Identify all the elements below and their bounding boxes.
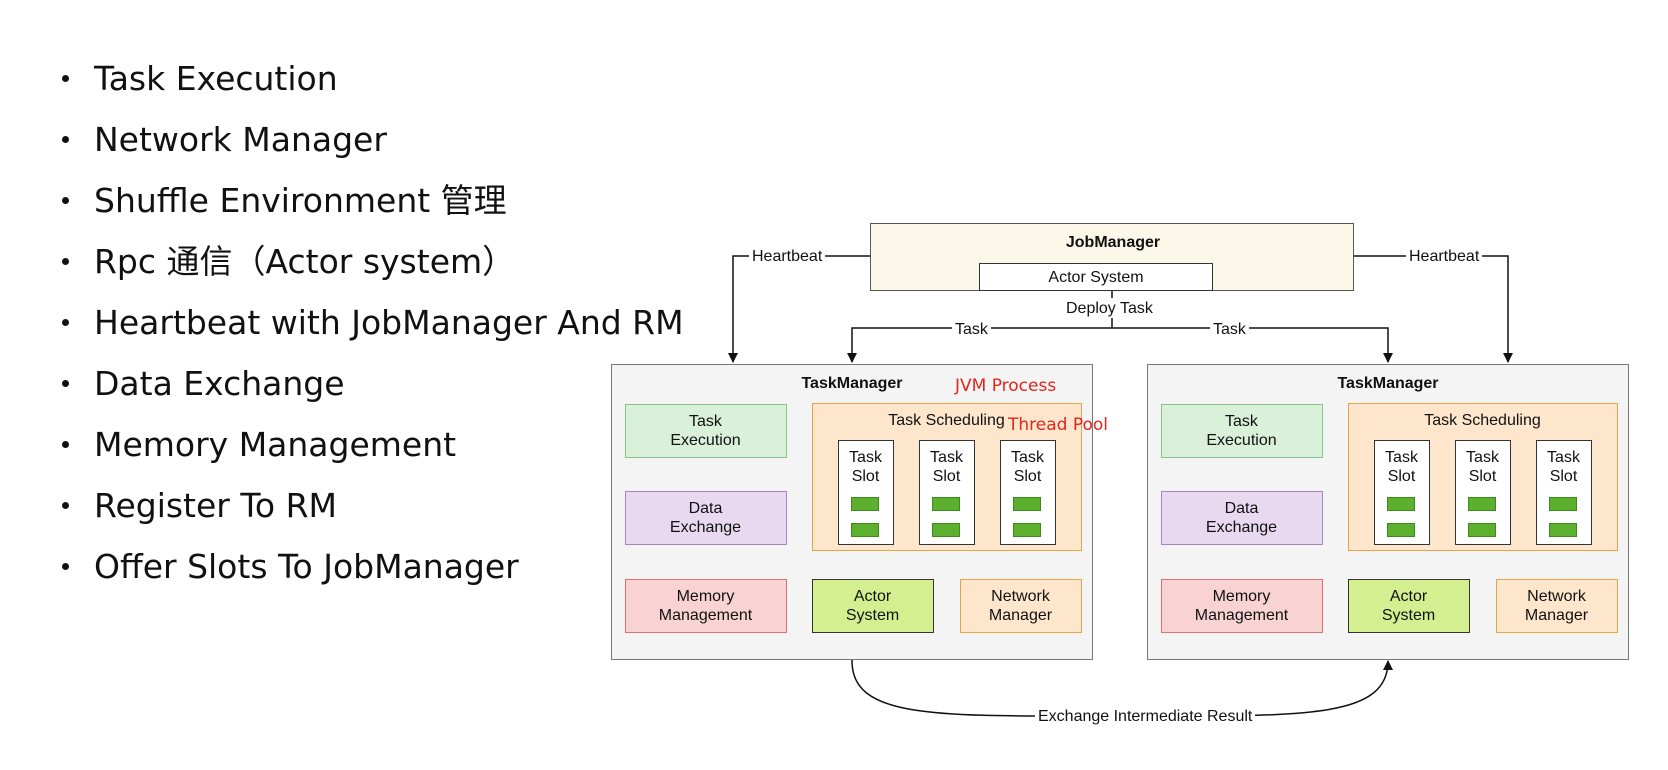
task-right-label: Task [1210, 319, 1249, 339]
task-slot: Task Slot [1000, 440, 1056, 545]
bullet-item: Heartbeat with JobManager And RM [56, 292, 684, 353]
bullet-text: Memory Management [94, 425, 457, 464]
bullet-item: Shuffle Environment 管理 [56, 170, 684, 231]
task-slot: Task Slot [1455, 440, 1511, 545]
taskmanager-box-2: TaskManager Task Execution Data Exchange… [1147, 364, 1629, 660]
network-manager-label: Network Manager [988, 587, 1053, 624]
slot-task-square [851, 497, 879, 511]
task-scheduling-label: Task Scheduling [888, 411, 1005, 429]
slot-task-square [1387, 523, 1415, 537]
heartbeat-right-label: Heartbeat [1406, 246, 1483, 266]
task-slot-label: Task Slot [849, 449, 882, 485]
jobmanager-title: JobManager [1065, 233, 1161, 251]
memory-management-box: Memory Management [1161, 579, 1323, 633]
actor-system-label: Actor System [1381, 587, 1436, 624]
task-slot-label: Task Slot [1466, 449, 1499, 485]
bullet-item: Task Execution [56, 48, 684, 109]
task-execution-label: Task Execution [670, 412, 741, 449]
actor-system-label: Actor System [845, 587, 900, 624]
bullet-item: Offer Slots To JobManager [56, 536, 684, 597]
bullet-text: Shuffle Environment 管理 [94, 181, 507, 220]
task-slot-label: Task Slot [930, 449, 963, 485]
task-slot-label: Task Slot [1385, 449, 1418, 485]
bullet-dot-icon [62, 75, 69, 82]
memory-management-box: Memory Management [625, 579, 787, 633]
bullet-item: Register To RM [56, 475, 684, 536]
jobmanager-box: JobManager Actor System [870, 223, 1354, 291]
bullet-dot-icon [62, 258, 69, 265]
bullet-text: Data Exchange [94, 364, 345, 403]
bullet-dot-icon [62, 502, 69, 509]
bullet-item: Rpc 通信（Actor system） [56, 231, 684, 292]
slot-task-square [1013, 523, 1041, 537]
slot-task-square [1013, 497, 1041, 511]
task-scheduling-box: Task Scheduling Task Slot Task Slot Task… [812, 403, 1082, 551]
bullet-text: Offer Slots To JobManager [94, 547, 519, 586]
slot-task-square [1468, 497, 1496, 511]
slot-task-square [932, 497, 960, 511]
slot-task-square [851, 523, 879, 537]
jobmanager-actor-system-label: Actor System [1048, 268, 1144, 286]
feature-list: Task Execution Network Manager Shuffle E… [56, 48, 684, 597]
bullet-dot-icon [62, 319, 69, 326]
bullet-dot-icon [62, 563, 69, 570]
network-manager-box: Network Manager [1496, 579, 1618, 633]
bullet-text: Heartbeat with JobManager And RM [94, 303, 684, 342]
taskmanager-title: TaskManager [1337, 374, 1439, 392]
task-slot-label: Task Slot [1547, 449, 1580, 485]
jvm-process-annotation: JVM Process [955, 375, 1057, 396]
actor-system-box: Actor System [1348, 579, 1470, 633]
task-scheduling-label: Task Scheduling [1424, 411, 1541, 429]
bullet-dot-icon [62, 136, 69, 143]
memory-management-label: Memory Management [658, 587, 753, 624]
bullet-text: Network Manager [94, 120, 387, 159]
taskmanager-title: TaskManager [801, 374, 903, 392]
data-exchange-box: Data Exchange [625, 491, 787, 545]
task-scheduling-box: Task Scheduling Task Slot Task Slot Task… [1348, 403, 1618, 551]
task-left-edge [847, 327, 1112, 363]
bullet-text: Register To RM [94, 486, 337, 525]
slot-task-square [1468, 523, 1496, 537]
taskmanager-box-1: TaskManager Task Execution Data Exchange… [611, 364, 1093, 660]
slot-task-square [1387, 497, 1415, 511]
task-slot: Task Slot [919, 440, 975, 545]
task-slot: Task Slot [838, 440, 894, 545]
task-execution-box: Task Execution [1161, 404, 1323, 458]
data-exchange-label: Data Exchange [1205, 499, 1278, 536]
bullet-item: Network Manager [56, 109, 684, 170]
bullet-dot-icon [62, 441, 69, 448]
exchange-label: Exchange Intermediate Result [1035, 706, 1256, 726]
network-manager-box: Network Manager [960, 579, 1082, 633]
task-slot: Task Slot [1536, 440, 1592, 545]
slot-task-square [1549, 523, 1577, 537]
bullet-text: Task Execution [94, 59, 338, 98]
data-exchange-box: Data Exchange [1161, 491, 1323, 545]
slot-task-square [1549, 497, 1577, 511]
heartbeat-right-edge [1345, 251, 1513, 363]
bullet-item: Data Exchange [56, 353, 684, 414]
data-exchange-label: Data Exchange [669, 499, 742, 536]
network-manager-label: Network Manager [1524, 587, 1589, 624]
task-execution-label: Task Execution [1206, 412, 1277, 449]
deploy-task-label: Deploy Task [1063, 298, 1156, 318]
task-slot-label: Task Slot [1011, 449, 1044, 485]
slot-task-square [932, 523, 960, 537]
heartbeat-left-label: Heartbeat [749, 246, 826, 266]
task-slot: Task Slot [1374, 440, 1430, 545]
jobmanager-actor-system: Actor System [979, 263, 1213, 291]
actor-system-box: Actor System [812, 579, 934, 633]
task-right-edge [1112, 327, 1393, 363]
bullet-item: Memory Management [56, 414, 684, 475]
memory-management-label: Memory Management [1194, 587, 1289, 624]
bullet-dot-icon [62, 197, 69, 204]
bullet-text: Rpc 通信（Actor system） [94, 242, 516, 281]
task-execution-box: Task Execution [625, 404, 787, 458]
heartbeat-left-edge [728, 251, 879, 363]
bullet-dot-icon [62, 380, 69, 387]
task-left-label: Task [952, 319, 991, 339]
thread-pool-annotation: Thread Pool [1008, 414, 1109, 435]
